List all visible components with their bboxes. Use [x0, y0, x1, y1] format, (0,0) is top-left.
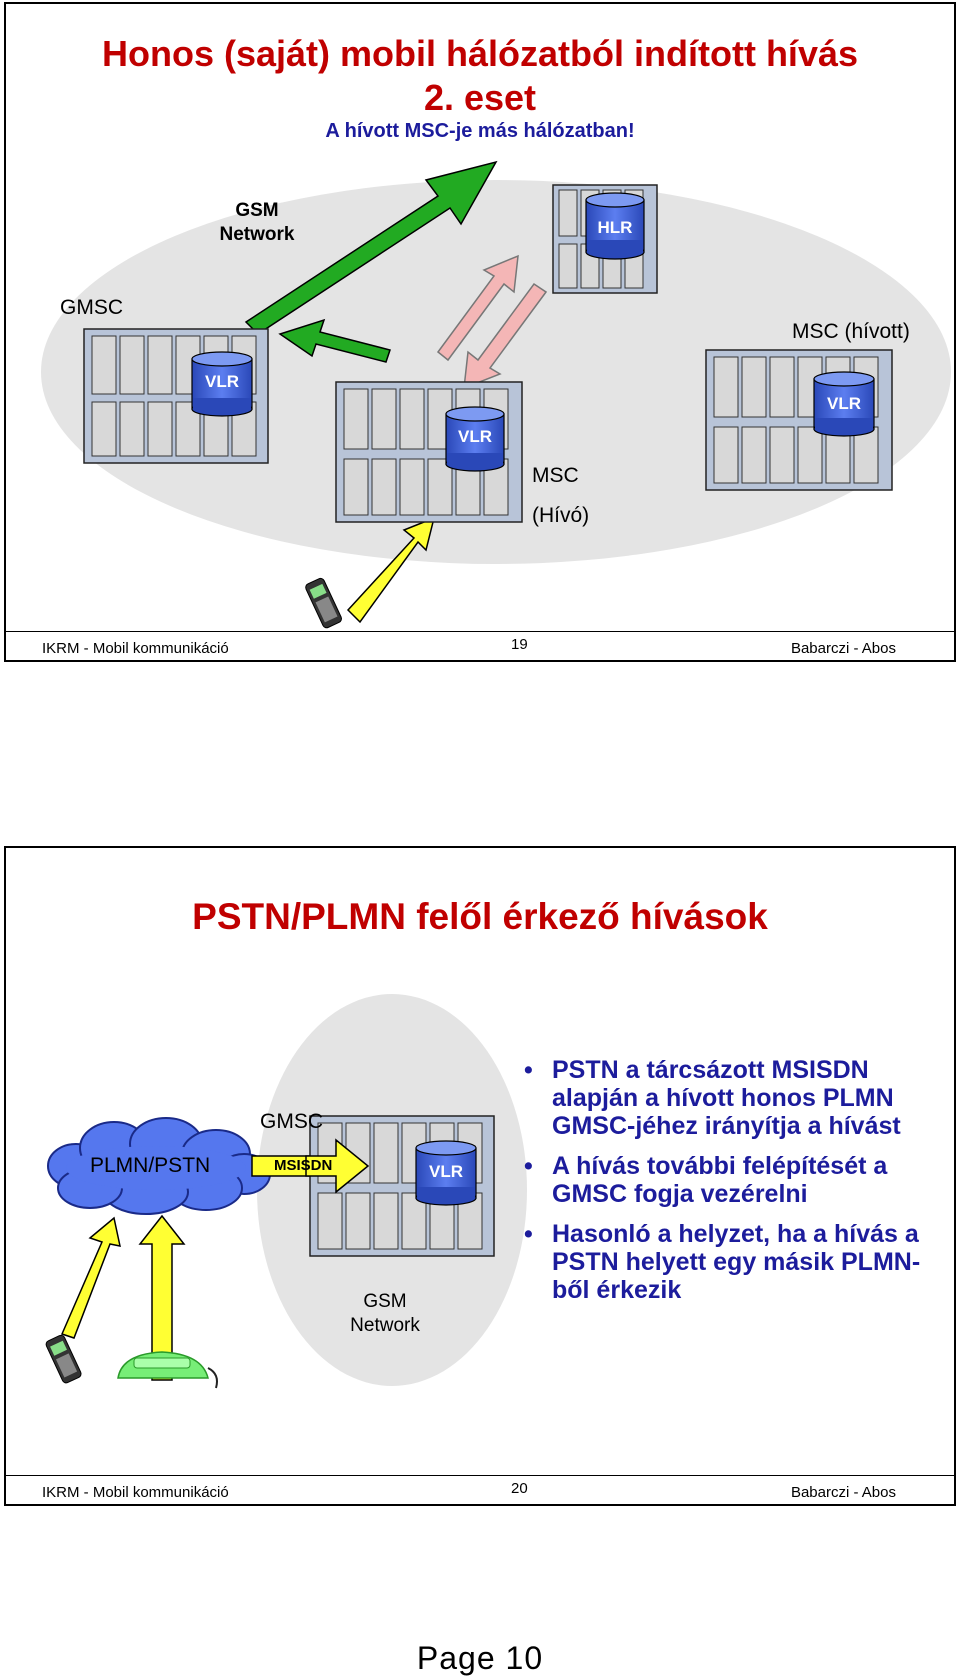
- gmsc-label: GMSC: [260, 1110, 323, 1133]
- msisdn-label: MSISDN: [274, 1157, 333, 1174]
- bullet-text: PSTN a tárcsázott MSISDN alapján a hívot…: [552, 1056, 901, 1140]
- slide-title-line2: 2. eset: [423, 77, 537, 118]
- bullet-text: Hasonló a helyzet, ha a hívás a PSTN hel…: [552, 1220, 921, 1304]
- hlr-label: HLR: [597, 218, 633, 237]
- bullet-item: • Hasonló a helyzet, ha a hívás a PSTN he…: [524, 1220, 944, 1304]
- msc-caller-label: MSC: [532, 464, 579, 487]
- gsm-network-label: GSM Network: [350, 1291, 420, 1336]
- slide-subtitle: A hívott MSC-je más hálózatban!: [325, 120, 635, 142]
- hlr-cylinder: [585, 192, 645, 260]
- slide-footer-19: IKRM - Mobil kommunikáció 19 Babarczi - …: [6, 631, 954, 660]
- gmsc-label: GMSC: [60, 296, 123, 319]
- pink-arrow-down: [463, 282, 548, 390]
- slide-title: PSTN/PLMN felől érkező hívások: [192, 896, 768, 937]
- network-diagram-20: [45, 994, 527, 1389]
- msc-called-vlr-label: VLR: [827, 394, 861, 413]
- footer-authors: Babarczi - Abos: [790, 1484, 896, 1501]
- gmsc-vlr-label: VLR: [205, 372, 239, 391]
- msc-caller-vlr-label: VLR: [458, 427, 492, 446]
- gsm-network-label: GSM Network: [219, 200, 295, 245]
- footer-slide-number: 19: [511, 636, 528, 653]
- slide-19: Honos (saját) mobil hálózatból indított …: [4, 2, 956, 662]
- bullet-item: • A hívás további felépítését a GMSC fogj…: [524, 1152, 944, 1208]
- landline-phone-icon: [117, 1351, 218, 1389]
- gmsc-vlr-cylinder: [191, 351, 253, 417]
- msc-caller-vlr-cylinder: [445, 406, 505, 472]
- footer-course: IKRM - Mobil kommunikáció: [42, 1484, 229, 1501]
- yellow-arrow-mobile: [60, 1216, 121, 1339]
- green-arrow-left: [278, 318, 391, 363]
- bullet-list: • PSTN a tárcsázott MSISDN alapján a hívo…: [524, 1056, 944, 1316]
- footer-authors: Babarczi - Abos: [790, 640, 896, 657]
- gmsc-vlr-cylinder: [415, 1140, 477, 1206]
- mobile-phone-icon: [305, 577, 342, 629]
- page-number: Page 10: [416, 1640, 544, 1676]
- green-arrow-up: [244, 160, 498, 335]
- pink-arrow-up: [436, 254, 519, 362]
- msc-called-vlr-cylinder: [813, 371, 875, 437]
- bullet-symbol: •: [524, 1152, 533, 1180]
- footer-slide-number: 20: [511, 1480, 528, 1497]
- caller-label: (Hívó): [532, 504, 590, 527]
- slide-title-line1: Honos (saját) mobil hálózatból indított …: [101, 33, 859, 74]
- network-diagram-19: [41, 160, 951, 629]
- gmsc-vlr-label: VLR: [429, 1162, 463, 1181]
- slide-footer-20: IKRM - Mobil kommunikáció 20 Babarczi - …: [6, 1475, 954, 1504]
- cloud-label: PLMN/PSTN: [90, 1154, 211, 1177]
- bullet-item: • PSTN a tárcsázott MSISDN alapján a hívo…: [524, 1056, 944, 1140]
- footer-course: IKRM - Mobil kommunikáció: [42, 640, 229, 657]
- mobile-phone-icon: [45, 1334, 82, 1384]
- slide-20: PSTN/PLMN felől érkező hívások: [4, 846, 956, 1506]
- bullet-symbol: •: [524, 1220, 533, 1248]
- yellow-arrow-up: [346, 516, 436, 624]
- bullet-text: A hívás további felépítését a GMSC fogja…: [552, 1152, 888, 1208]
- bullet-symbol: •: [524, 1056, 533, 1084]
- msc-called-label: MSC (hívott): [792, 320, 910, 343]
